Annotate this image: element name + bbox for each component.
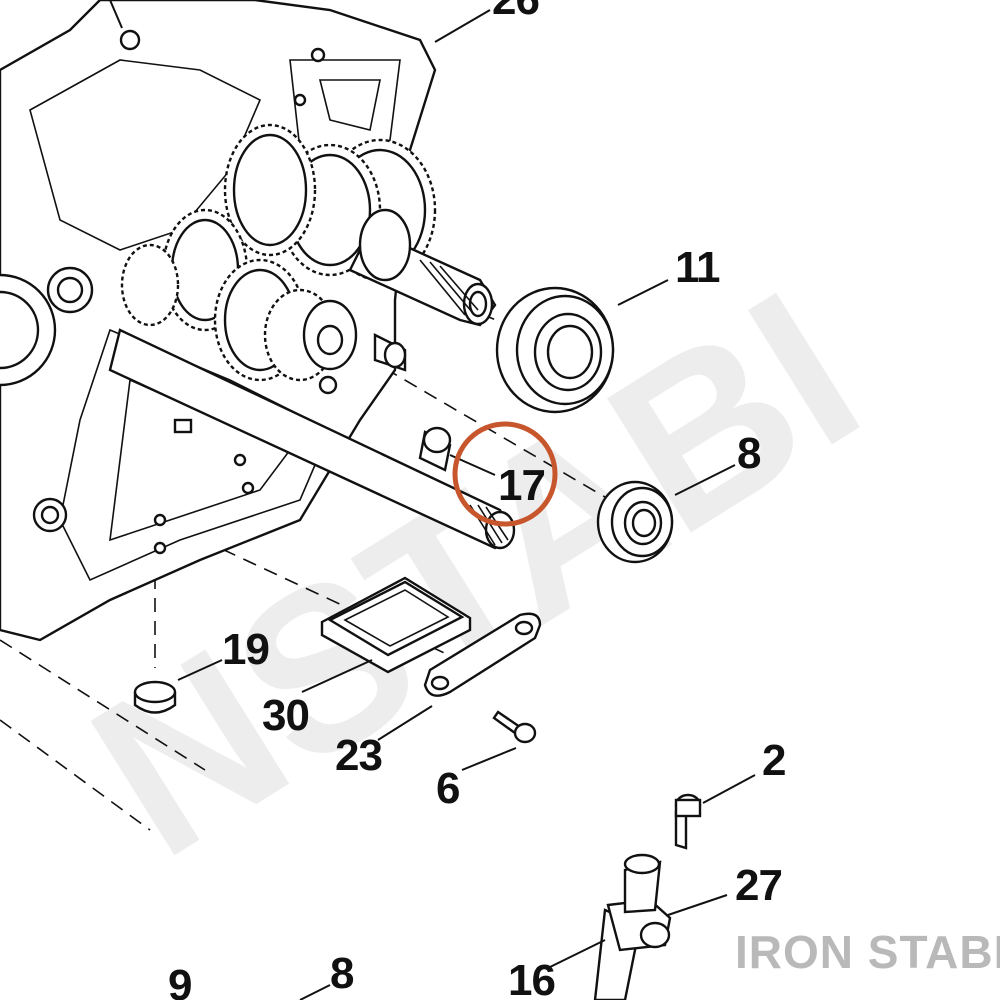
plug-19 <box>133 680 177 714</box>
callout-2: 2 <box>762 736 785 785</box>
callout-27: 27 <box>735 861 782 910</box>
counter-shaft <box>302 299 407 395</box>
callout-9: 9 <box>168 961 191 1000</box>
highlight-ring-17 <box>452 421 558 527</box>
screw-6 <box>492 710 537 744</box>
callout-26: 26 <box>492 0 539 24</box>
bearing-8 <box>596 480 674 564</box>
main-shaft <box>348 208 497 327</box>
callout-17: 17 <box>498 461 545 510</box>
callout-19: 19 <box>222 625 269 674</box>
callout-16: 16 <box>508 956 555 1000</box>
brand-logo-text: IRON STABLE <box>735 926 1000 978</box>
callout-6: 6 <box>436 764 459 813</box>
screw-2 <box>674 793 702 850</box>
gasket-30 <box>320 576 472 674</box>
bracket-23 <box>423 612 542 697</box>
bearing-11 <box>495 286 615 414</box>
callout-labels: 26 11 8 17 19 30 23 6 2 27 16 9 8 <box>168 0 786 1000</box>
callout-30: 30 <box>262 691 309 740</box>
sensor-16 <box>593 853 672 1000</box>
callout-11: 11 <box>675 243 720 292</box>
callout-23: 23 <box>335 731 382 780</box>
leader-lines <box>109 0 756 1000</box>
callout-8-bottom: 8 <box>330 949 354 998</box>
callout-8-bearing: 8 <box>737 429 761 478</box>
